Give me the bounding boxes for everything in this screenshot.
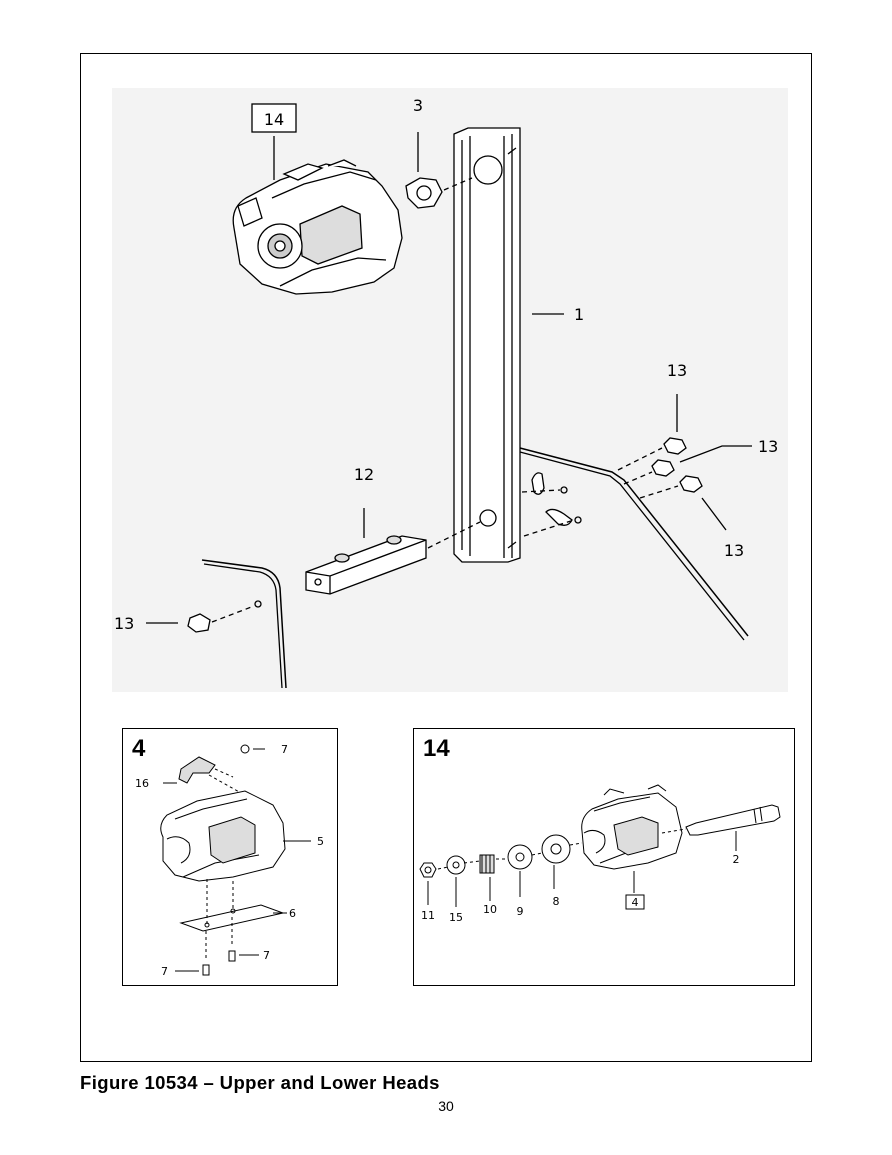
inset-14-callout-8: 8 — [553, 895, 560, 908]
inset-4-drawing: 7 16 5 6 7 7 — [135, 743, 324, 978]
inset-4-callout-7-right: 7 — [263, 949, 270, 962]
callout-13-top: 13 — [667, 361, 687, 380]
callout-13-left: 13 — [114, 614, 134, 633]
inset-14-callout-11: 11 — [421, 909, 435, 922]
callout-13-low: 13 — [724, 541, 744, 560]
callout-14-box: 14 — [264, 110, 284, 129]
page-number: 30 — [438, 1098, 454, 1114]
inset-14-callout-2: 2 — [733, 853, 740, 866]
nut-part — [405, 177, 443, 209]
inset-14-callout-15: 15 — [449, 911, 463, 924]
inset-4-title: 4 — [132, 735, 146, 762]
inset-14-title: 14 — [423, 735, 450, 762]
inset-14-drawing: 11 15 10 9 8 4 2 — [419, 784, 781, 924]
inset-4-callout-7-top: 7 — [281, 743, 288, 756]
callout-3: 3 — [413, 96, 423, 115]
inset-14: 14 — [413, 728, 795, 986]
inset-4-callout-16: 16 — [135, 777, 149, 790]
arm-part — [453, 127, 521, 563]
callout-1: 1 — [574, 305, 584, 324]
bolts — [187, 437, 703, 633]
inset-14-callout-4-box: 4 — [632, 896, 639, 909]
inset-14-callout-9: 9 — [517, 905, 524, 918]
inset-4-callout-6: 6 — [289, 907, 296, 920]
main-exploded-view: 14 3 1 13 13 13 12 13 — [112, 88, 788, 692]
callout-13-mid: 13 — [758, 437, 778, 456]
figure-caption: Figure 10534 – Upper and Lower Heads — [80, 1072, 440, 1093]
main-drawing: 14 3 1 13 13 13 12 13 — [114, 96, 778, 689]
block-part — [305, 535, 427, 595]
callout-12: 12 — [354, 465, 374, 484]
inset-14-callout-10: 10 — [483, 903, 497, 916]
figure-frame — [80, 53, 812, 1062]
upper-head — [232, 159, 403, 295]
inset-4-callout-5: 5 — [317, 835, 324, 848]
inset-4-callout-7-bottom: 7 — [161, 965, 168, 978]
inset-4: 4 7 16 — [122, 728, 338, 986]
